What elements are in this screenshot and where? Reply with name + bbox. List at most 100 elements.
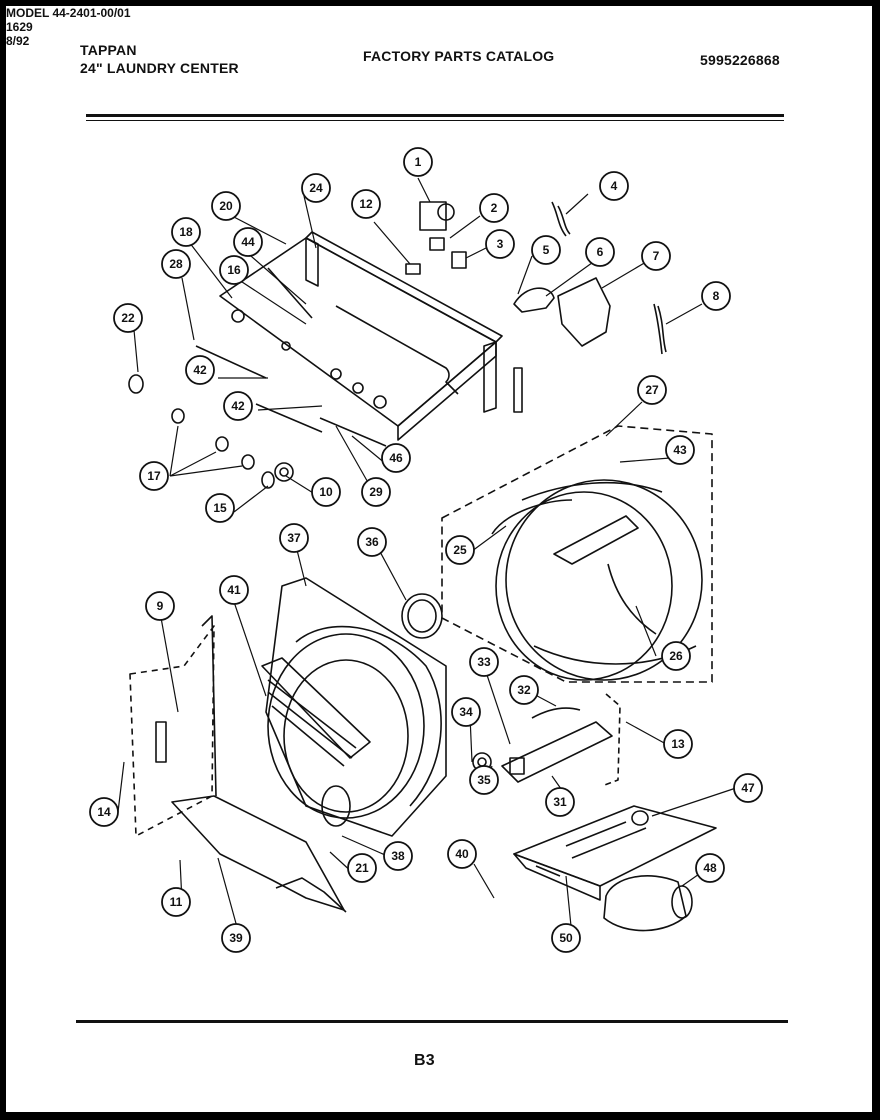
callout-2: 2 (479, 193, 509, 223)
svg-text:40: 40 (455, 847, 469, 861)
svg-text:46: 46 (389, 451, 403, 465)
svg-text:1: 1 (415, 155, 422, 169)
callout-32: 32 (509, 675, 539, 705)
callout-5: 5 (531, 235, 561, 265)
svg-text:10: 10 (319, 485, 333, 499)
svg-text:31: 31 (553, 795, 567, 809)
svg-text:39: 39 (229, 931, 243, 945)
callout-41: 41 (219, 575, 249, 605)
callout-18: 18 (171, 217, 201, 247)
svg-text:12: 12 (359, 197, 373, 211)
callout-1: 1 (403, 147, 433, 177)
svg-text:34: 34 (459, 705, 473, 719)
callout-29: 29 (361, 477, 391, 507)
svg-text:24: 24 (309, 181, 323, 195)
svg-text:6: 6 (597, 245, 604, 259)
svg-text:13: 13 (671, 737, 685, 751)
svg-text:27: 27 (645, 383, 659, 397)
svg-text:44: 44 (241, 235, 255, 249)
catalog-part-number: 5995226868 (700, 52, 780, 68)
front-bulkhead (261, 577, 447, 837)
toe-kick-panel (171, 795, 347, 913)
svg-text:5: 5 (543, 243, 550, 257)
svg-text:22: 22 (121, 311, 135, 325)
svg-text:47: 47 (741, 781, 755, 795)
svg-text:42: 42 (193, 363, 207, 377)
callout-markers: 1 2 3 4 5 6 7 8 9 10 11 12 13 14 15 16 1… (89, 147, 763, 953)
callout-28: 28 (161, 249, 191, 279)
control-knobs (128, 345, 387, 489)
svg-text:50: 50 (559, 931, 573, 945)
callout-25: 25 (445, 535, 475, 565)
svg-text:29: 29 (369, 485, 383, 499)
svg-text:33: 33 (477, 655, 491, 669)
svg-text:28: 28 (169, 257, 183, 271)
callout-17: 17 (139, 461, 169, 491)
callout-33: 33 (469, 647, 499, 677)
svg-text:42: 42 (231, 399, 245, 413)
model-number: MODEL 44-2401-00/01 (6, 6, 131, 20)
callout-26: 26 (661, 641, 691, 671)
svg-text:17: 17 (147, 469, 161, 483)
svg-text:9: 9 (157, 599, 164, 613)
callout-8: 8 (701, 281, 731, 311)
callout-37: 37 (279, 523, 309, 553)
heater-assembly (513, 805, 717, 932)
product-name: 24" LAUNDRY CENTER (80, 60, 239, 76)
svg-text:35: 35 (477, 773, 491, 787)
callout-3: 3 (485, 229, 515, 259)
callout-38: 38 (383, 841, 413, 871)
svg-text:43: 43 (673, 443, 687, 457)
callout-27: 27 (637, 375, 667, 405)
callout-20: 20 (211, 191, 241, 221)
svg-text:8: 8 (713, 289, 720, 303)
callout-11: 11 (161, 887, 191, 917)
callout-40: 40 (447, 839, 477, 869)
callout-15: 15 (205, 493, 235, 523)
callout-43: 43 (665, 435, 695, 465)
callout-35: 35 (469, 765, 499, 795)
svg-text:7: 7 (653, 249, 660, 263)
svg-text:15: 15 (213, 501, 227, 515)
callout-34: 34 (451, 697, 481, 727)
page-number: B3 (414, 1052, 435, 1069)
callout-42: 42 (185, 355, 215, 385)
svg-text:2: 2 (491, 201, 498, 215)
svg-text:18: 18 (179, 225, 193, 239)
callout-50: 50 (551, 923, 581, 953)
drive-belt-ring (401, 593, 443, 639)
svg-text:21: 21 (355, 861, 369, 875)
svg-text:41: 41 (227, 583, 241, 597)
callout-24: 24 (301, 173, 331, 203)
header-rule-thin (86, 120, 784, 121)
callout-39: 39 (221, 923, 251, 953)
callout-4: 4 (599, 171, 629, 201)
callout-48: 48 (695, 853, 725, 883)
thermostat-bracket (472, 693, 621, 787)
svg-text:25: 25 (453, 543, 467, 557)
callout-42-lower: 42 (223, 391, 253, 421)
callout-6: 6 (585, 237, 615, 267)
callout-22: 22 (113, 303, 143, 333)
svg-text:11: 11 (170, 895, 183, 909)
timer-assembly (405, 201, 667, 355)
leader-lines (117, 177, 737, 939)
svg-text:26: 26 (669, 649, 683, 663)
catalog-title: FACTORY PARTS CATALOG (363, 48, 555, 64)
callout-44: 44 (233, 227, 263, 257)
callout-47: 47 (733, 773, 763, 803)
svg-text:14: 14 (97, 805, 111, 819)
header-rule (86, 114, 784, 117)
callout-9: 9 (145, 591, 175, 621)
svg-text:32: 32 (517, 683, 531, 697)
callout-7: 7 (641, 241, 671, 271)
svg-text:36: 36 (365, 535, 379, 549)
callout-14: 14 (89, 797, 119, 827)
svg-text:4: 4 (611, 179, 618, 193)
control-console (219, 231, 523, 441)
side-panel (129, 615, 217, 837)
callout-31: 31 (545, 787, 575, 817)
svg-text:16: 16 (227, 263, 241, 277)
brand-name: TAPPAN (80, 42, 137, 58)
callout-13: 13 (663, 729, 693, 759)
